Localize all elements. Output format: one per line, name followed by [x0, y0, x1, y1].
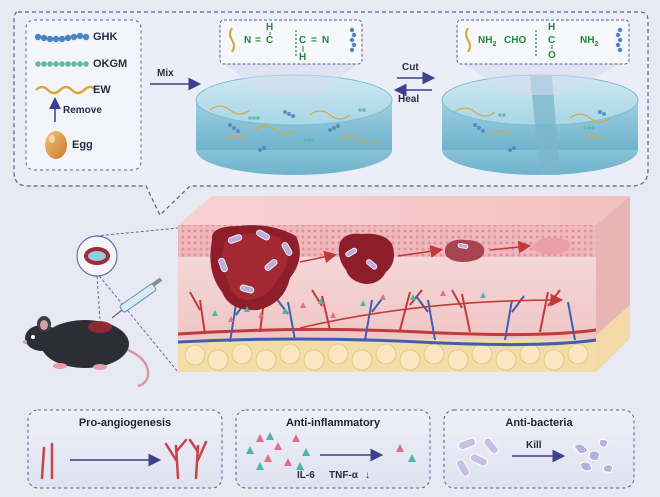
- panel-title-anti-inflammatory: Anti-inflammatory: [285, 417, 381, 429]
- legend-remove: Remove: [63, 105, 102, 116]
- mouse-illustration: [23, 316, 150, 388]
- chem-left-eq2: =: [311, 35, 317, 46]
- down-arrow-icon: ↓: [365, 470, 370, 481]
- chem-right-h: H: [548, 22, 556, 33]
- cut-label: Cut: [402, 62, 419, 73]
- tnf-label: TNF-α: [329, 470, 358, 481]
- syringe: [111, 277, 163, 319]
- legend-ghk: GHK: [93, 31, 118, 43]
- mix-label: Mix: [157, 68, 174, 79]
- chem-left-h2: H: [299, 52, 307, 63]
- legend-egg: Egg: [72, 139, 93, 151]
- hydrogel-disk-1: [195, 74, 393, 175]
- skin-block: [177, 196, 630, 372]
- panel-title-anti-bacteria: Anti-bacteria: [505, 417, 573, 429]
- chem-right-nh2-a: NH2: [478, 35, 497, 48]
- il6-label: IL-6: [297, 470, 315, 481]
- chem-left-c2: C: [299, 35, 307, 46]
- heal-label: Heal: [398, 94, 420, 105]
- kill-label: Kill: [526, 440, 542, 451]
- chem-right-c: C: [548, 35, 556, 46]
- chem-right-cho: CHO: [504, 35, 527, 46]
- chem-right-nh2-b: NH2: [580, 35, 599, 48]
- panel-title-angiogenesis: Pro-angiogenesis: [78, 417, 172, 429]
- legend-okgm: OKGM: [93, 58, 128, 70]
- chem-left-h1: H: [266, 22, 274, 33]
- legend-ew: EW: [93, 84, 111, 96]
- chem-left-n2: N: [322, 35, 330, 46]
- chem-left-eq1: =: [255, 35, 261, 46]
- chem-right-o: O: [548, 50, 556, 61]
- chem-left-c1: C: [266, 35, 274, 46]
- hydrogel-disk-2: [441, 74, 639, 175]
- chem-left-n1: N: [244, 35, 252, 46]
